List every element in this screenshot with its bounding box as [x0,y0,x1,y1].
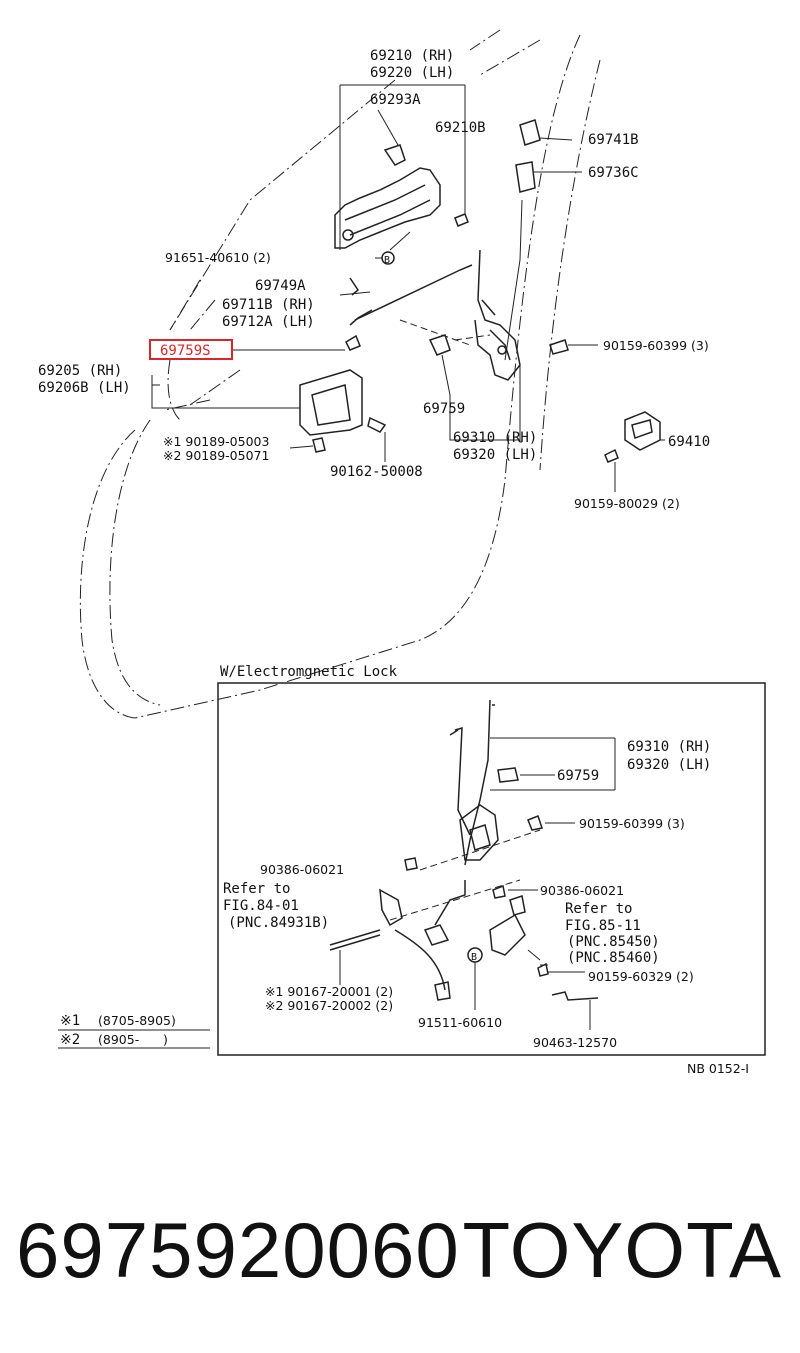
inset-title: W/Electromgnetic Lock [220,664,398,680]
inset-label-2-90167: ※2 90167-20002 (2) [265,998,393,1013]
label-90162: 90162-50008 [330,464,423,480]
label-69736c: 69736C [588,165,639,181]
inset-ref-left-2: FIG.84-01 [223,898,299,914]
inset-ref-right-3: (PNC.85450) [567,934,660,950]
footer: 6975920060 TOYOTA [0,1205,800,1295]
legend-row1-range: (8705-8905) [98,1013,176,1028]
legend-row1-mark: ※1 [60,1013,80,1029]
inset-label-1-90167: ※1 90167-20001 (2) [265,984,393,999]
label-69410: 69410 [668,434,710,450]
control-rod [339,264,473,326]
label-69759: 69759 [423,401,465,417]
inset-label-69310: 69310 (RH) [627,739,711,755]
label-69759s: 69759S [160,343,211,359]
lock-knob-parts [504,119,582,361]
inset-label-90159-60329: 90159-60329 (2) [588,969,694,984]
marker-b-91651 [375,231,411,265]
highlight-box [149,339,233,360]
screws [289,339,619,492]
diagram-code: NB 0152-I [687,1061,749,1076]
lock-bracket [449,395,522,443]
label-69210: 69210 (RH) [370,48,454,64]
inset-box [217,682,766,1056]
label-69210b: 69210B [435,120,486,136]
inset-ref-right-2: FIG.85-11 [565,918,641,934]
footer-part-number: 6975920060 [16,1206,460,1294]
inset-label-91511: 91511-60610 [418,1015,502,1030]
label-90159-60399: 90159-60399 (3) [603,338,709,353]
label-69220: 69220 (LH) [370,65,454,81]
label-69320: 69320 (LH) [453,447,537,463]
label-69712a: 69712A (LH) [222,314,315,330]
door-lock-assembly [474,249,521,440]
inset-ref-left-1: Refer to [223,881,290,897]
inset-label-90386-b: 90386-06021 [540,883,624,898]
inset-label-69759: 69759 [557,768,599,784]
inset-label-90463: 90463-12570 [533,1035,617,1050]
label-69711b: 69711B (RH) [222,297,315,313]
label-91651: 91651-40610 (2) [165,250,271,265]
inset-label-90386-a: 90386-06021 [260,862,344,877]
inset-label-90159-60399: 90159-60399 (3) [579,816,685,831]
footer-brand: TOYOTA [462,1206,782,1294]
label-1-90189: ※1 90189-05003 [163,434,269,449]
label-69741b: 69741B [588,132,639,148]
rod-clip-69759 [399,319,491,396]
marker-b-text: B [384,255,390,266]
outside-handle-assembly [334,84,469,250]
inset-ref-right-4: (PNC.85460) [567,950,660,966]
striker-69410 [624,411,665,451]
label-2-90189: ※2 90189-05071 [163,448,269,463]
label-69749a: 69749A [255,278,306,294]
label-69293a: 69293A [370,92,421,108]
label-69206b: 69206B (LH) [38,380,131,396]
rod-clip-69759s [232,334,361,351]
legend-rules [58,1029,210,1049]
inset-label-69320: 69320 (LH) [627,757,711,773]
inset-ref-right-1: Refer to [565,901,632,917]
legend-row2-range: (8905- ) [98,1032,168,1047]
label-90159-80029: 90159-80029 (2) [574,496,680,511]
label-69205: 69205 (RH) [38,363,122,379]
label-69310: 69310 (RH) [453,430,537,446]
door-outline [79,29,601,719]
inside-handle [151,369,363,436]
legend-row2-mark: ※2 [60,1032,80,1048]
inset-marker-b-text: B [471,952,477,963]
inset-lock-assembly [329,699,616,1030]
inset-ref-left-3: (PNC.84931B) [228,915,329,931]
